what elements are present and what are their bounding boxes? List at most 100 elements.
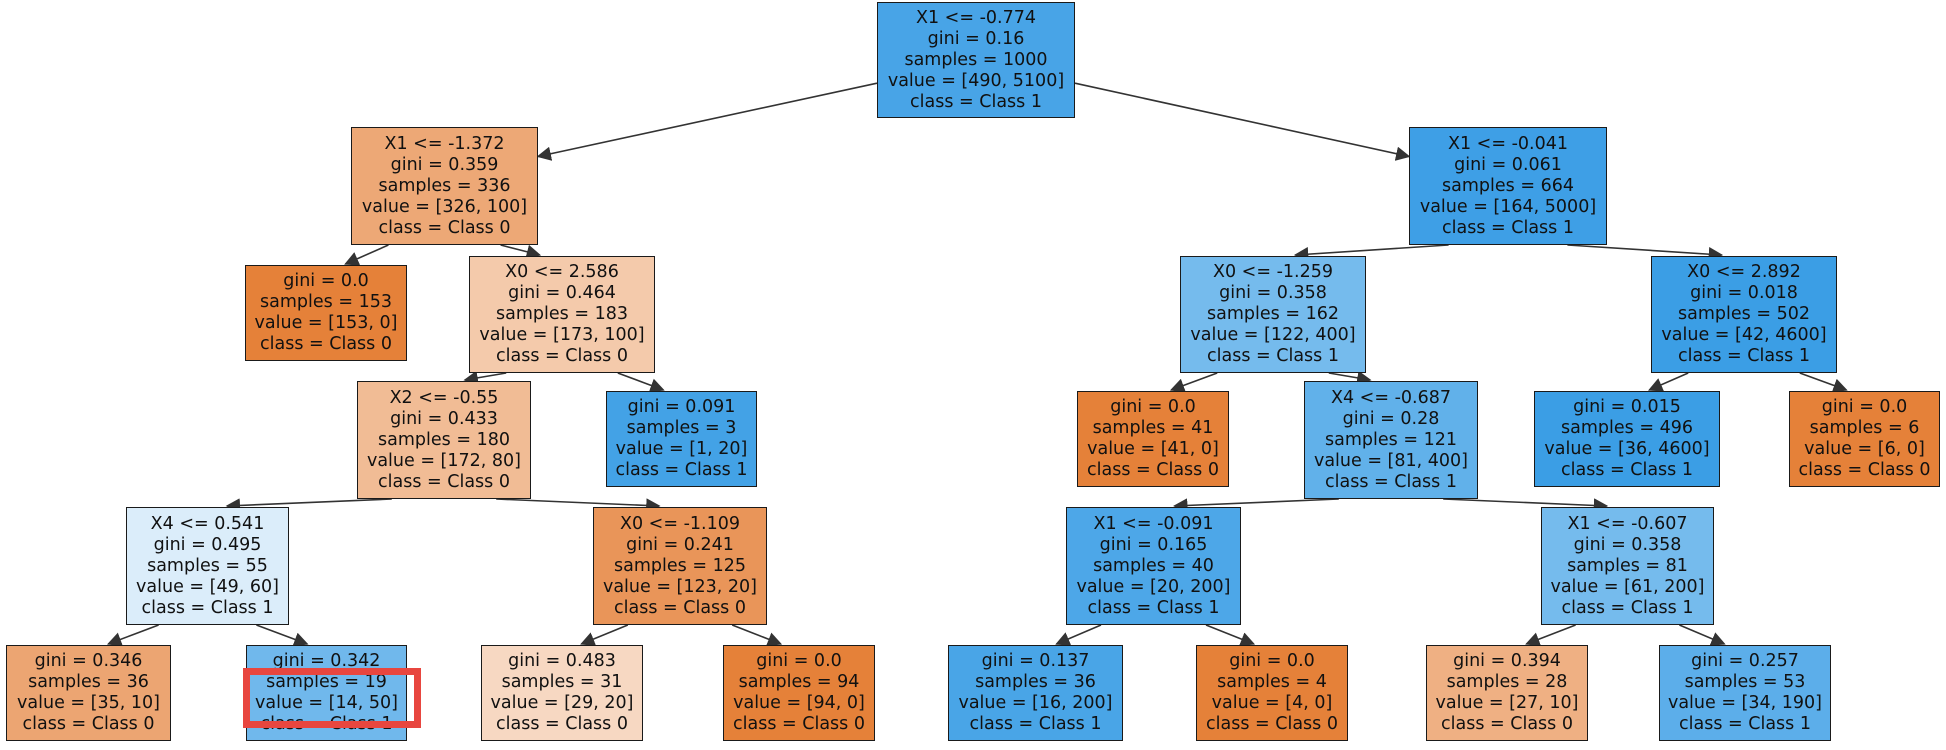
node-text-line: samples = 121 bbox=[1325, 429, 1457, 450]
node-text-line: gini = 0.0 bbox=[756, 651, 842, 671]
node-text-line: X0 <= 2.892 bbox=[1687, 262, 1801, 282]
node-text-line: samples = 336 bbox=[378, 175, 511, 196]
node-text-line: value = [16, 200] bbox=[958, 693, 1113, 713]
node-text-line: value = [61, 200] bbox=[1550, 576, 1705, 597]
tree-edge bbox=[1799, 372, 1848, 393]
node-text-line: class = Class 1 bbox=[1561, 460, 1693, 480]
node-text-line: samples = 183 bbox=[496, 304, 628, 324]
node-text-line: gini = 0.28 bbox=[1342, 408, 1440, 429]
node-text-line: samples = 4 bbox=[1217, 672, 1327, 692]
node-text-line: gini = 0.16 bbox=[927, 28, 1025, 49]
node-text-line: value = [173, 100] bbox=[479, 325, 645, 345]
node-text-line: class = Class 0 bbox=[496, 346, 628, 366]
tree-edge bbox=[1293, 244, 1449, 262]
node-text-line: samples = 180 bbox=[378, 429, 510, 450]
node-text-line: X2 <= -0.55 bbox=[389, 387, 499, 408]
node-text-line: class = Class 1 bbox=[615, 460, 748, 480]
tree-edge bbox=[1648, 372, 1689, 392]
tree-edge bbox=[1173, 498, 1339, 513]
node-text-line: samples = 153 bbox=[260, 292, 392, 312]
node-text-line: samples = 3 bbox=[626, 418, 737, 438]
node-text-line: value = [35, 10] bbox=[17, 693, 160, 713]
node-text-line: samples = 502 bbox=[1678, 304, 1810, 324]
node-text-line: samples = 36 bbox=[28, 672, 149, 692]
node-text-line: gini = 0.257 bbox=[1691, 651, 1799, 671]
node-text-line: value = [153, 0] bbox=[254, 313, 398, 333]
tree-edge bbox=[1679, 624, 1726, 646]
tree-edge bbox=[1074, 82, 1411, 161]
tree-edge bbox=[1443, 498, 1609, 513]
tree-edge bbox=[731, 624, 783, 646]
node-text-line: class = Class 0 bbox=[1087, 460, 1219, 480]
tree-edge bbox=[1328, 370, 1372, 385]
node-text-line: samples = 40 bbox=[1093, 555, 1214, 576]
node-text-line: class = Class 1 bbox=[1679, 714, 1811, 734]
node-text-line: gini = 0.061 bbox=[1454, 154, 1562, 175]
node-text-line: X1 <= -0.774 bbox=[916, 7, 1036, 28]
node-text-line: class = Class 0 bbox=[614, 597, 746, 618]
node-text-line: value = [4, 0] bbox=[1211, 693, 1333, 713]
node-text-line: gini = 0.464 bbox=[508, 283, 616, 303]
node-text-line: class = Class 1 bbox=[1087, 597, 1220, 618]
node-text-line: samples = 31 bbox=[501, 672, 623, 692]
node-text-line: samples = 19 bbox=[266, 672, 387, 692]
node-text-line: samples = 94 bbox=[738, 672, 860, 692]
node-text-line: gini = 0.358 bbox=[1219, 283, 1327, 303]
node-text-line: gini = 0.0 bbox=[1229, 651, 1315, 671]
node-text-line: gini = 0.359 bbox=[390, 154, 499, 175]
node-text-line: samples = 55 bbox=[147, 555, 268, 576]
node-text-line: class = Class 1 bbox=[141, 597, 274, 618]
node-text-line: X1 <= -0.607 bbox=[1567, 513, 1688, 534]
node-text-line: value = [20, 200] bbox=[1076, 576, 1231, 597]
tree-edge bbox=[1055, 624, 1102, 646]
node-text-line: value = [490, 5100] bbox=[887, 70, 1065, 91]
node-text-line: value = [6, 0] bbox=[1804, 439, 1925, 459]
node-text-line: class = Class 1 bbox=[1207, 346, 1339, 366]
node-text-line: gini = 0.165 bbox=[1099, 534, 1208, 555]
node-text-line: value = [34, 190] bbox=[1667, 693, 1823, 713]
node-text-line: gini = 0.433 bbox=[390, 408, 498, 429]
node-text-line: samples = 28 bbox=[1446, 672, 1568, 692]
node-text-line: class = Class 1 bbox=[1442, 217, 1574, 238]
node-text-line: class = Class 1 bbox=[1678, 346, 1810, 366]
node-text-line: gini = 0.241 bbox=[626, 534, 734, 555]
node-text-line: value = [122, 400] bbox=[1190, 325, 1356, 345]
tree-edge bbox=[536, 82, 878, 161]
node-text-line: samples = 496 bbox=[1561, 418, 1693, 438]
node-text-line: value = [164, 5000] bbox=[1419, 196, 1597, 217]
tree-edge bbox=[106, 624, 159, 647]
node-text-line: samples = 41 bbox=[1092, 418, 1214, 438]
tree-edge bbox=[256, 624, 309, 647]
node-text-line: value = [27, 10] bbox=[1435, 693, 1579, 713]
node-text-line: class = Class 1 bbox=[910, 91, 1042, 112]
node-text-line: gini = 0.483 bbox=[508, 651, 616, 671]
node-text-line: value = [326, 100] bbox=[361, 196, 528, 217]
node-text-line: class = Class 0 bbox=[1798, 460, 1931, 480]
tree-edge bbox=[1567, 244, 1724, 262]
tree-edge bbox=[500, 244, 542, 259]
node-text-line: gini = 0.394 bbox=[1453, 651, 1561, 671]
node-text-line: class = Class 0 bbox=[1441, 714, 1573, 734]
tree-edge bbox=[1205, 624, 1256, 646]
node-text-line: class = Class 0 bbox=[496, 714, 628, 734]
node-text-line: gini = 0.0 bbox=[1821, 397, 1908, 417]
node-text-line: samples = 36 bbox=[975, 672, 1096, 692]
node-text-line: class = Class 0 bbox=[1206, 714, 1338, 734]
node-text-line: samples = 162 bbox=[1207, 304, 1339, 324]
node-text-line: samples = 664 bbox=[1442, 175, 1574, 196]
